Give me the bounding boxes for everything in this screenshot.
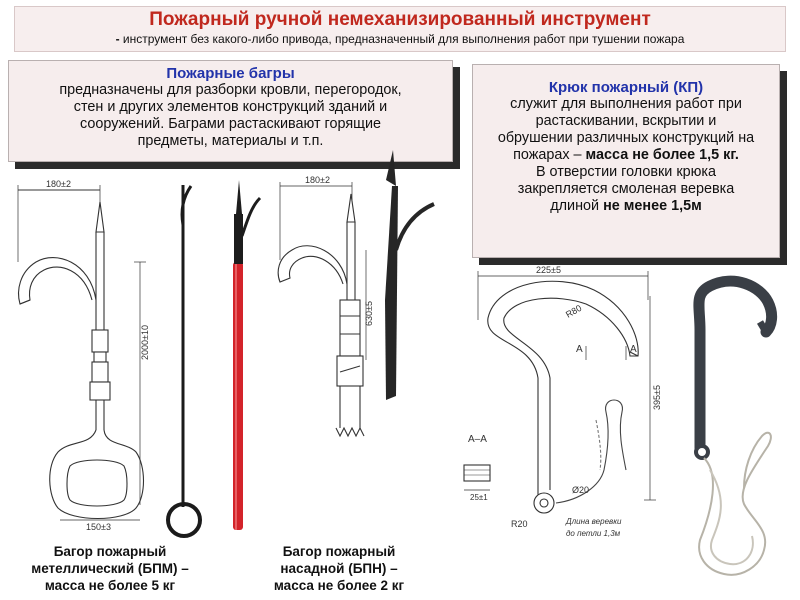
bagry-box-title: Пожарные багры <box>166 65 295 82</box>
bpm-drawing <box>17 185 146 521</box>
page-title: Пожарный ручной немеханизированный инстр… <box>149 9 651 30</box>
bpm-caption-line: метеллический (БПМ) – <box>31 561 189 576</box>
bpm-caption-line: масса не более 5 кг <box>44 578 176 593</box>
bpn-photo <box>233 180 262 530</box>
hook-mass-text: масса не более 1,5 кг. <box>585 147 739 163</box>
hook-description-box: Крюк пожарный (КП) служит для выполнения… <box>472 64 780 258</box>
bagry-box-line: стен и других элементов конструкций здан… <box>73 99 388 115</box>
hook-rope-length-text: не менее 1,5м <box>603 198 702 214</box>
kp-section-view-label: А–А <box>468 434 487 445</box>
kp-section-size-label: 25±1 <box>470 493 488 502</box>
hook-line-text: пожарах – <box>513 147 586 163</box>
kp-width-label: 225±5 <box>536 265 561 275</box>
subtitle-dash: - <box>115 32 123 46</box>
bpn-head-photo <box>385 150 435 400</box>
page-subtitle: - инструмент без какого-либо привода, пр… <box>15 32 785 46</box>
kp-height-label: 395±5 <box>652 385 662 410</box>
bpm-caption: Багор пожарный метеллический (БПМ) – мас… <box>10 543 210 594</box>
kp-rope-note-2: до петли 1,3м <box>566 529 621 538</box>
hook-box-title: Крюк пожарный (КП) <box>548 79 704 96</box>
hook-box-line: длиной не менее 1,5м <box>473 198 779 215</box>
hook-line-text: длиной <box>550 198 604 214</box>
bpm-height-label: 2000±10 <box>140 325 150 360</box>
bagry-description-box: Пожарные багры предназначены для разборк… <box>8 60 453 162</box>
kp-photo <box>693 275 778 576</box>
bpn-caption-line: насадной (БПН) – <box>280 561 398 576</box>
kp-drawing <box>463 271 656 514</box>
bpn-height-label: 630±5 <box>364 301 374 326</box>
hook-box-line: служит для выполнения работ при <box>510 96 742 112</box>
bpn-caption-line: масса не более 2 кг <box>273 578 405 593</box>
kp-eye-label: R20 <box>511 519 528 529</box>
hook-box-line: закрепляется смоленая веревка <box>517 181 735 197</box>
kp-section-marker-left: А <box>576 344 583 355</box>
bpn-caption: Багор пожарный насадной (БПН) – масса не… <box>244 543 434 594</box>
hook-box-line: В отверстии головки крюка <box>535 164 717 180</box>
kp-hole-label: Ø20 <box>572 485 589 495</box>
bpm-width-label: 180±2 <box>46 179 71 189</box>
bpn-caption-line: Багор пожарный <box>282 544 396 559</box>
hook-box-line: обрушении различных конструкций на <box>497 130 755 146</box>
kp-section-marker-right: А <box>630 344 637 355</box>
bpm-photo <box>166 185 202 538</box>
bpn-width-label: 180±2 <box>305 175 330 185</box>
kp-radius-label: R80 <box>564 303 583 320</box>
bagry-box-line: предметы, материалы и т.п. <box>137 133 324 149</box>
kp-rope-note-1: Длина веревки <box>565 517 622 526</box>
bpn-drawing <box>277 182 367 438</box>
bagry-box-line: сооружений. Баграми растаскивают горящие <box>79 116 381 132</box>
hook-box-line: растаскивании, вскрытии и <box>535 113 717 129</box>
bpm-caption-line: Багор пожарный <box>53 544 167 559</box>
bpm-handle-label: 150±3 <box>86 522 111 532</box>
header-banner: Пожарный ручной немеханизированный инстр… <box>14 6 786 52</box>
subtitle-text: инструмент без какого-либо привода, пред… <box>122 32 685 46</box>
bagry-box-line: предназначены для разборки кровли, перег… <box>59 82 402 98</box>
hook-box-line: пожарах – масса не более 1,5 кг. <box>473 147 779 164</box>
